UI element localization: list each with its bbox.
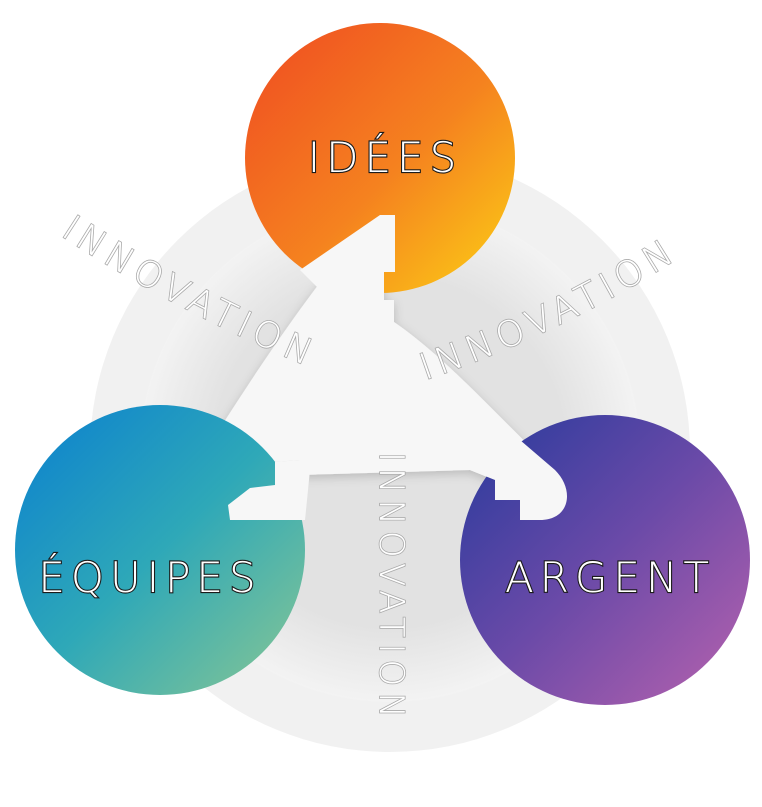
node-ideas: IDÉES — [245, 23, 515, 322]
ideas-label: IDÉES — [308, 132, 462, 182]
equipes-notch — [228, 460, 310, 520]
node-argent: ARGENT — [460, 415, 750, 705]
node-equipes: ÉQUIPES — [15, 405, 310, 695]
argent-label: ARGENT — [505, 553, 715, 602]
equipes-circle — [15, 405, 305, 695]
innovation-vertical: INNOVATION — [371, 452, 411, 724]
argent-notch — [470, 440, 567, 520]
ideas-circle — [245, 23, 515, 293]
center-triangle — [193, 212, 567, 520]
ideas-notch — [300, 215, 395, 322]
equipes-label: ÉQUIPES — [38, 552, 261, 602]
